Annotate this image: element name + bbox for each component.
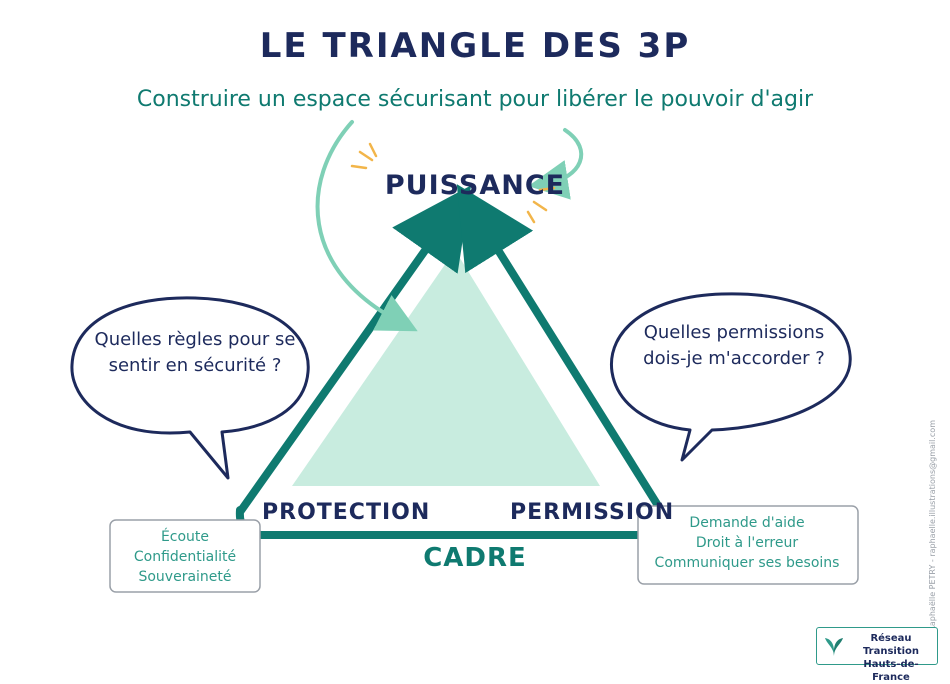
triangle-right-side [456, 184, 666, 516]
info-box-left-line: Souveraineté [138, 569, 232, 585]
vertex-label-protection: PROTECTION [262, 500, 431, 525]
page-title: LE TRIANGLE DES 3P [259, 26, 691, 66]
speech-bubble-right-text: Quelles permissions dois-je m'accorder ? [643, 322, 825, 369]
info-box-right-line: Demande d'aide [689, 515, 805, 531]
sparkles-right [526, 186, 556, 224]
logo-text: Réseau Transition Hauts-de-France [847, 632, 935, 684]
info-box-left-frame [109, 519, 261, 593]
base-label-cadre: CADRE [423, 543, 527, 573]
info-box-left: Écoute Confidentialité Souveraineté [115, 527, 255, 587]
info-box-right-frame [637, 505, 859, 585]
logo-line-1: Réseau Transition [862, 633, 920, 657]
speech-bubble-left-text: Quelles règles pour se sentir en sécurit… [94, 329, 296, 376]
speech-bubble-right [609, 292, 852, 462]
info-box-left-line: Confidentialité [133, 549, 237, 565]
curved-arrow-left [315, 120, 418, 332]
info-box-left-line: Écoute [160, 529, 210, 545]
reseau-transition-logo[interactable]: Réseau Transition Hauts-de-France [816, 627, 938, 683]
apex-label-puissance: PUISSANCE [384, 170, 566, 201]
speech-bubble-left [70, 296, 310, 480]
vertex-label-permission: PERMISSION [510, 500, 675, 525]
info-box-right-line: Communiquer ses besoins [654, 555, 840, 571]
inner-triangle [292, 250, 600, 486]
subtitle: Construire un espace sécurisant pour lib… [136, 87, 814, 112]
illustrator-credit: X. Raphaëlle PETRY - raphaelle.illustrat… [928, 420, 937, 643]
curved-arrow-right [528, 128, 584, 200]
sparkles-left [350, 142, 378, 170]
triangle-left-side [236, 185, 472, 516]
info-box-right-line: Droit à l'erreur [695, 535, 799, 551]
logo-line-2: Hauts-de-France [863, 659, 919, 683]
info-box-right: Demande d'aide Droit à l'erreur Communiq… [640, 513, 854, 573]
leaf-icon [825, 638, 843, 656]
